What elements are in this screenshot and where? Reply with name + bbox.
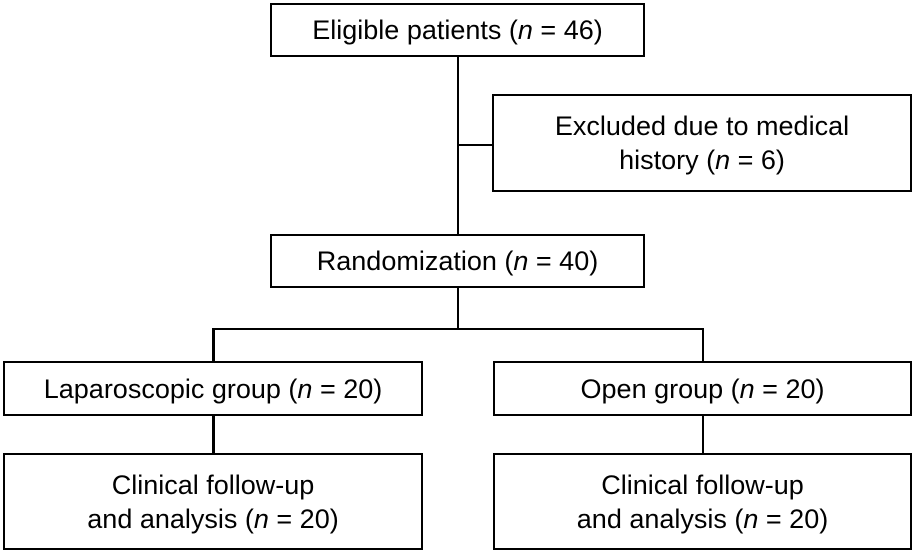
text-segment: Laparoscopic group ( [43,373,298,404]
node-text-line: Laparoscopic group (n = 20) [44,372,382,406]
node-clinical-followup-right: Clinical follow-up and analysis (n = 20) [493,453,912,550]
node-text-line: Excluded due to medical [555,109,849,143]
node-text-line: Randomization (n = 40) [317,244,598,278]
text-segment: history ( [619,145,716,175]
n-variable: n [715,145,731,175]
node-open-group: Open group (n = 20) [493,361,912,416]
text-segment: Clinical follow-up [111,469,315,500]
text-segment: Clinical follow-up [601,469,804,500]
connector-branch-right-drop [701,328,704,362]
text-segment: Eligible patients ( [312,15,518,45]
text-segment: and analysis ( [87,503,254,534]
node-text-line: Open group (n = 20) [581,372,825,406]
connector-open-to-followup [701,416,704,454]
text-segment: = 20) [754,373,825,404]
n-variable: n [739,373,755,404]
connector-branch-to-excluded [457,143,493,146]
n-variable: n [517,15,533,45]
connector-branch-horizontal [212,327,704,330]
text-segment: = 20) [268,503,339,534]
connector-laparoscopic-to-followup [212,416,215,454]
text-segment: Excluded due to medical [554,111,850,141]
connector-branch-left-drop [212,328,215,362]
connector-randomization-stem [456,288,459,329]
node-laparoscopic-group: Laparoscopic group (n = 20) [3,361,423,416]
n-variable: n [513,246,529,276]
text-segment: = 6) [730,145,785,175]
node-text-line: Clinical follow-up [601,468,804,502]
text-segment: = 40) [528,246,599,276]
text-segment: and analysis ( [576,503,744,534]
n-variable: n [743,503,759,534]
node-eligible-patients: Eligible patients (n = 46) [270,3,645,57]
node-randomization: Randomization (n = 40) [270,234,645,288]
node-excluded: Excluded due to medical history (n = 6) [492,94,912,192]
text-segment: = 20) [758,503,829,534]
n-variable: n [253,503,269,534]
node-text-line: history (n = 6) [619,143,785,177]
node-text-line: Clinical follow-up [112,468,315,502]
node-clinical-followup-left: Clinical follow-up and analysis (n = 20) [3,453,423,550]
node-text-line: and analysis (n = 20) [577,502,828,536]
text-segment: Randomization ( [316,246,514,276]
text-segment: Open group ( [580,373,740,404]
node-text-line: and analysis (n = 20) [87,502,338,536]
text-segment: = 20) [312,373,383,404]
text-segment: = 46) [532,15,603,45]
node-text-line: Eligible patients (n = 46) [312,13,602,47]
n-variable: n [297,373,313,404]
